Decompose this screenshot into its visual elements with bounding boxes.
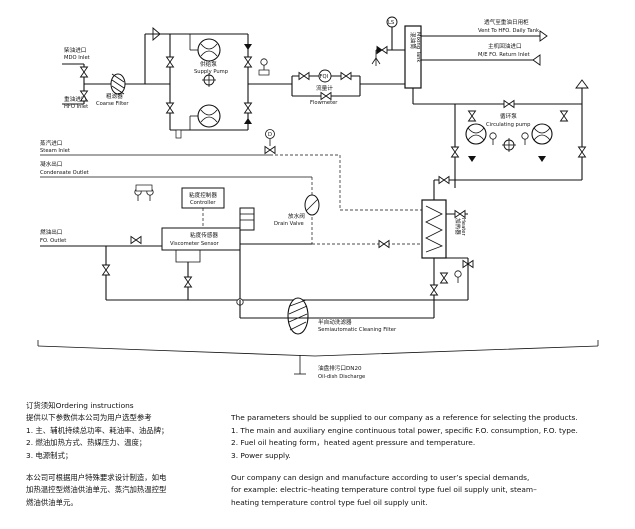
notes-cn-line: 3. 电源制式； <box>26 450 73 460</box>
notes-cn-column: 订货须知Ordering instructions 提供以下参数供本公司为用户选… <box>26 400 226 509</box>
notes-en-b2-line: heating temperature control type fuel oi… <box>231 497 428 507</box>
notes-en-column: The parameters should be supplied to our… <box>231 400 631 509</box>
inlet-section: 柴油进口 MDO Inlet 重油进口 HFO Inlet 粗滤器 Coarse… <box>62 46 170 110</box>
circulating-pump-2 <box>531 123 553 145</box>
steam-inlet-label-en: Steam Inlet <box>40 148 70 154</box>
controller-label-en: Controller <box>190 200 216 206</box>
notes-en-line: The parameters should be supplied to our… <box>231 413 578 423</box>
heater: 加热器 Heater <box>421 176 474 318</box>
cleaning-filter-label-cn: 半自动洗滤器 <box>318 318 352 326</box>
notes-cn-b2-line: 加热温控型燃油供油单元、蒸汽加热温控型 <box>26 485 167 495</box>
flowmeter-symbol <box>318 69 332 83</box>
notes-cn-b2-line: 燃油供油单元。 <box>26 497 78 507</box>
controller-label-cn: 粘度控制器 <box>189 191 217 199</box>
notes-cn-b2-line: 本公司可根据用户特殊要求设计制造，如电 <box>26 473 167 483</box>
supply-pump-label-en: Supply Pump <box>194 69 229 75</box>
notes-cn-title: 订货须知Ordering instructions <box>26 401 134 410</box>
fo-outlet-label-en: FO. Outlet <box>40 238 66 244</box>
notes-en-line: 3. Power supply. <box>231 450 291 460</box>
condensate-label-en: Condensate Outlet <box>40 170 89 176</box>
hfo-inlet-label-cn: 重油进口 <box>64 95 86 103</box>
circulating-pump-label-cn: 循环泵 <box>500 112 517 120</box>
condensate-label-cn: 凝水出口 <box>40 160 62 168</box>
notes-cn-line: 提供以下参数供本公司为用户选型参考 <box>26 413 152 423</box>
flowmeter-label-en: Flowmeter <box>310 100 338 106</box>
coarse-filter-label-cn: 粗滤器 <box>106 92 123 100</box>
drain-valve-label-cn: 放水阀 <box>288 212 305 220</box>
discharge-label-en: Oil-dish Discharge <box>318 374 365 380</box>
drain-valve: 放水阀 Drain Valve <box>274 194 320 227</box>
cleaning-filter-label-en: Semiautomatic Cleaning Filter <box>318 327 397 333</box>
flowmeter-tag: FQI <box>320 74 329 80</box>
return-label-en: M/E FO. Return Inlet <box>478 52 530 58</box>
notes-en-line: 1. The main and auxiliary engine continu… <box>231 425 578 435</box>
mdo-inlet-label-cn: 柴油进口 <box>64 46 86 54</box>
mixing-tank: LS 混油筒 Mixing Tank 透气至重油日用柜 Vent To HFO.… <box>371 16 548 104</box>
circulating-pump-1 <box>465 123 487 145</box>
oil-dish-base: 油盘排污口DN20 Oil-dish Discharge <box>37 340 599 380</box>
steam-section: 蒸汽进口 Steam Inlet D 凝水出口 Condensate Outle… <box>40 129 422 248</box>
return-label-cn: 主机回油进口 <box>488 42 522 50</box>
heater-label-cn: 加热器 <box>454 218 462 235</box>
cleaning-filter-body <box>287 297 309 335</box>
flowmeter-label-cn: 流量计 <box>316 84 333 92</box>
viscosity-control: 粘度控制器 Controller 粘度传感器 Viscometer Sensor… <box>40 184 434 301</box>
drain-valve-label-en: Drain Valve <box>274 221 304 227</box>
circulating-pump-group: 循环泵 Circulating pump <box>413 79 589 181</box>
notes-en-b2-line: for example: electric–heating temperatur… <box>231 485 537 495</box>
circulating-pump-label-en: Circulating pump <box>486 122 531 128</box>
supply-pump-label-cn: 供给泵 <box>200 60 217 68</box>
supply-pump-1 <box>197 38 221 62</box>
mixing-tank-label-cn: 混油筒 <box>409 32 417 49</box>
hfo-inlet-label-en: HFO Inlet <box>64 104 88 110</box>
vsensor-label-cn: 粘度传感器 <box>190 231 218 239</box>
fo-outlet-label-cn: 燃油出口 <box>40 228 62 236</box>
supply-pump-group: 供给泵 Supply Pump <box>144 27 292 131</box>
heater-label-en: Heater <box>460 218 466 236</box>
flowmeter-section: FQI 流量计 Flowmeter <box>291 69 405 106</box>
mdo-inlet-label-en: MDO Inlet <box>64 55 90 61</box>
vsensor-label-en: Viscometer Sensor <box>170 241 220 247</box>
coarse-filter-label-en: Coarse Filter <box>96 101 129 107</box>
notes-section: 订货须知Ordering instructions 提供以下参数供本公司为用户选… <box>0 400 635 529</box>
discharge-label-cn: 油盘排污口DN20 <box>318 364 362 372</box>
vent-label-en: Vent To HFO. Daily Tank <box>478 28 539 34</box>
notes-cn-line: 2. 燃油加热方式、热媒压力、温度； <box>26 438 147 448</box>
fuel-supply-schematic: 柴油进口 MDO Inlet 重油进口 HFO Inlet 粗滤器 Coarse… <box>37 16 599 380</box>
notes-cn-line: 1. 主、辅机持续总功率、耗油率、油品牌； <box>26 425 169 435</box>
steam-inlet-label-cn: 蒸汽进口 <box>40 139 62 147</box>
vent-label-cn: 透气至重油日用柜 <box>484 18 529 26</box>
cleaning-filter: 半自动洗滤器 Semiautomatic Cleaning Filter <box>236 297 434 335</box>
notes-en-b2-line: Our company can design and manufacture a… <box>231 473 530 483</box>
mixing-tank-label-en: Mixing Tank <box>415 32 421 62</box>
notes-en-line: 2. Fuel oil heating form，heated agent pr… <box>231 438 476 448</box>
svg-text:D: D <box>268 132 272 138</box>
level-switch-tag: LS <box>388 20 394 26</box>
supply-pump-2 <box>197 104 221 128</box>
